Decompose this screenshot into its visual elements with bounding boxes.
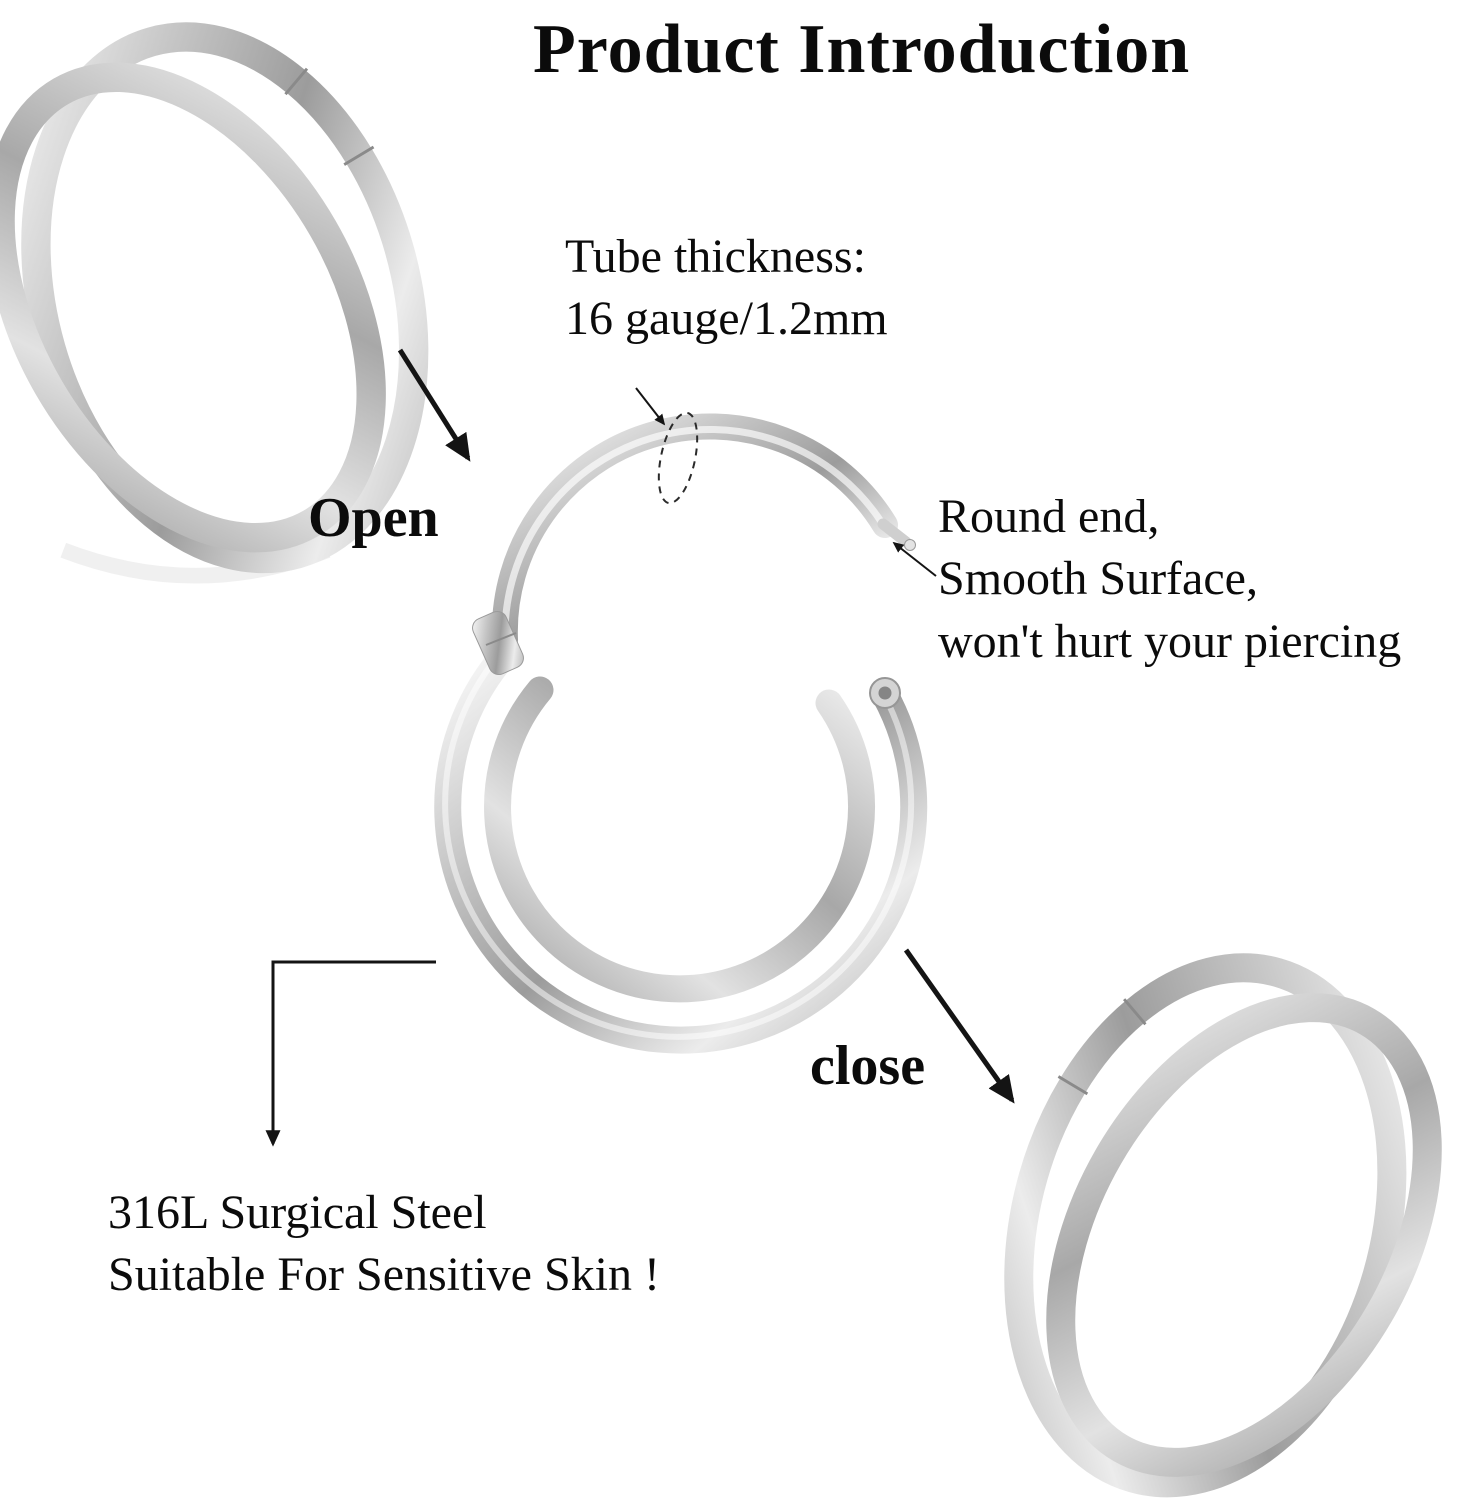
hinge-seam xyxy=(1057,1075,1089,1096)
tube-thickness-label: Tube thickness: 16 gauge/1.2mm xyxy=(565,226,888,351)
inner-hoop xyxy=(0,62,386,553)
inner-hoop xyxy=(1046,993,1442,1477)
lower-inner-hoop xyxy=(484,676,876,1003)
material-line1: 316L Surgical Steel xyxy=(108,1186,487,1239)
tube-thickness-line2: 16 gauge/1.2mm xyxy=(565,292,888,346)
close-label: close xyxy=(810,1035,926,1097)
round-end-line3: won't hurt your piercing xyxy=(938,614,1402,668)
outer-hoop xyxy=(21,22,429,574)
tube-thickness-line1: Tube thickness: xyxy=(565,230,866,283)
material-line2: Suitable For Sensitive Skin ! xyxy=(108,1248,660,1302)
ring-image-bottom-right xyxy=(955,945,1475,1500)
hinge-seam xyxy=(284,67,309,96)
page-title: Product Introduction xyxy=(533,11,1191,88)
round-end-line1: Round end, xyxy=(938,490,1160,543)
material-pointer-line xyxy=(265,960,436,1147)
ring-image-top-left xyxy=(0,0,445,615)
open-label: Open xyxy=(308,487,439,549)
hinge xyxy=(472,610,524,676)
hinge-seam xyxy=(1123,998,1147,1026)
ring-image-center-open xyxy=(420,405,940,1065)
round-end-label: Round end, Smooth Surface, won't hurt yo… xyxy=(938,486,1401,673)
open-segment-arc xyxy=(491,413,898,653)
material-label: 316L Surgical Steel Suitable For Sensiti… xyxy=(108,1182,660,1307)
outer-hoop xyxy=(1004,953,1407,1498)
open-tube-end xyxy=(869,677,901,709)
hinge-seam xyxy=(343,145,375,166)
highlight xyxy=(442,653,915,1040)
round-end-line2: Smooth Surface, xyxy=(938,552,1258,606)
highlight xyxy=(501,426,886,641)
